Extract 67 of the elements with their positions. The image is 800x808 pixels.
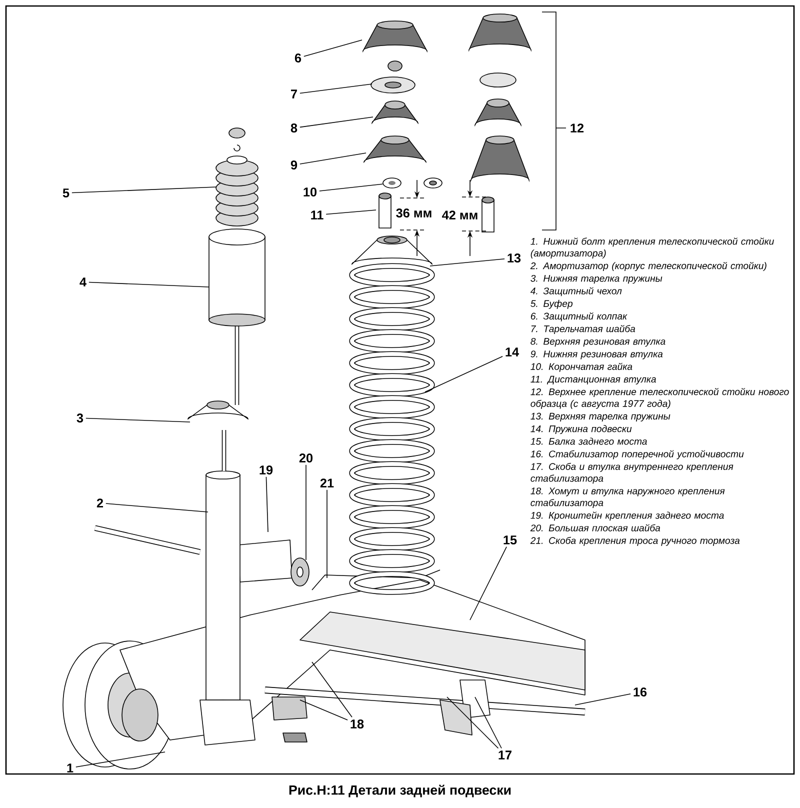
leader-line [300, 152, 366, 164]
leader-line [300, 84, 372, 94]
legend-entry: 5. Буфер [530, 300, 573, 309]
legend-entry: 8. Верхняя резиновая втулка [530, 338, 666, 347]
callout-number: 5 [62, 188, 70, 198]
legend-entry: 16. Стабилизатор поперечной устойчивости [530, 450, 744, 460]
legend-entry: 12. Верхнее крепление телескопической стойки нового образца (с августа 1977 года) [530, 388, 789, 409]
callout-number: 7 [291, 90, 297, 98]
callout-number: 11 [311, 210, 324, 220]
callout-number: 21 [320, 478, 334, 488]
nut-drawing [382, 178, 402, 188]
callout-number: 13 [508, 254, 521, 262]
leader-line [326, 210, 376, 215]
legend-entry: 7. Тарельчатая шайба [531, 324, 636, 334]
callout-number: 14 [506, 348, 519, 356]
leader-line [574, 694, 631, 706]
leader-line [88, 282, 210, 288]
legend-entry: 14. Пружина подвески [530, 425, 632, 434]
callout-number: 16 [634, 688, 647, 696]
legend-entry: 9. Нижняя резиновая втулка [530, 350, 663, 360]
dimension-label: 42 мм [440, 209, 480, 221]
callout-number: 8 [290, 124, 298, 132]
legend-entry: 2. Амортизатор (корпус телескопической стойки) [530, 262, 766, 272]
leader-line [300, 700, 348, 720]
callout-number: 15 [504, 536, 517, 544]
leader-line [430, 258, 505, 266]
leader-line [76, 752, 166, 768]
callout-number: 6 [294, 54, 302, 62]
callout-number: 2 [96, 498, 104, 508]
callout-number: 3 [76, 414, 84, 422]
leader-line [266, 476, 268, 532]
legend-entry: 21. Скоба крепления троса ручного тормоза [530, 536, 740, 546]
callout-number: 1 [67, 764, 74, 772]
legend-entry: 6. Защитный колпак [530, 312, 628, 322]
leader-line [312, 662, 352, 718]
legend-entry: 19. Кронштейн крепления заднего моста [530, 512, 724, 521]
callout-number: 18 [350, 720, 364, 728]
leader-line [72, 186, 216, 194]
legend-entry: 15. Балка заднего моста [530, 438, 647, 445]
legend-entry: 3. Нижняя тарелка пружины [530, 274, 662, 284]
callout-number: 20 [299, 454, 313, 462]
callout-number: 9 [290, 160, 298, 170]
callout-number: 12 [570, 124, 584, 132]
callout-number: 17 [498, 750, 512, 760]
callout-number: 19 [260, 466, 273, 474]
callout-number: 4 [80, 278, 86, 286]
legend-entry: 11. Дистанционная втулка [530, 376, 656, 384]
leader-line [304, 40, 362, 57]
leader-line [424, 356, 503, 392]
legend-entry: 10. Корончатая гайка [530, 362, 632, 372]
leader-line [470, 546, 507, 620]
legend-entry: 20. Большая плоская шайба [530, 524, 660, 532]
leader-line [106, 503, 208, 512]
leader-line [446, 696, 499, 749]
legend-entry: 17. Скоба и втулка внутреннего крепления стабилизатора [530, 462, 734, 484]
caption: Рис.Н:11 Детали задней подвески [289, 784, 511, 798]
leader-line [300, 116, 374, 128]
legend-entry: 4. Защитный чехол [530, 287, 622, 296]
legend-entry: 13. Верхняя тарелка пружины [530, 412, 670, 422]
leader-line [326, 489, 328, 578]
leader-line [319, 184, 384, 192]
legend-entry: 18. Хомут и втулка наружного крепления стабилизатора [530, 488, 725, 508]
leader-line [86, 418, 190, 422]
legend-entry: 1. Нижний болт крепления телескопической стойки (амортизатора) [530, 238, 774, 258]
callout-number: 10 [304, 188, 317, 196]
dimension-label: 36 мм [394, 207, 434, 219]
leader-line [474, 696, 502, 749]
